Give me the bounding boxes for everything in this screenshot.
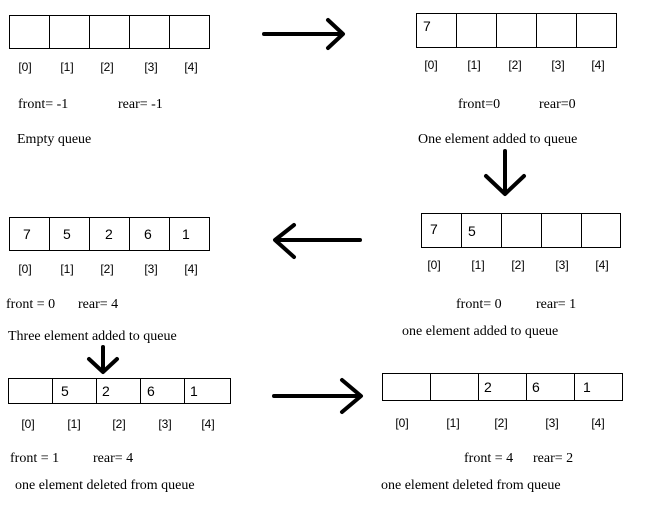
rear-label: rear= 1 <box>536 297 577 312</box>
queue-cell <box>430 373 479 401</box>
index-label: [2] <box>100 60 114 74</box>
front-label: front= 0 <box>456 297 502 312</box>
queue-cell <box>8 378 53 404</box>
index-label: [1] <box>60 262 74 276</box>
index-label: [4] <box>201 417 215 431</box>
front-label: front= -1 <box>18 97 69 112</box>
index-label: [1] <box>471 258 485 272</box>
index-label: [3] <box>551 58 565 72</box>
queue-cell: 2 <box>478 373 527 401</box>
arrow-left-icon <box>273 223 362 259</box>
index-label: [4] <box>595 258 609 272</box>
index-label: [3] <box>144 60 158 74</box>
queue-cell <box>49 15 90 49</box>
queue-cell <box>541 213 582 248</box>
index-label: [3] <box>555 258 569 272</box>
state-caption: one element added to queue <box>402 324 559 339</box>
index-label: [0] <box>427 258 441 272</box>
index-label: [2] <box>494 416 508 430</box>
index-label: [2] <box>112 417 126 431</box>
rear-label: rear=0 <box>539 97 576 112</box>
index-label: [1] <box>467 58 481 72</box>
rear-label: rear= 2 <box>533 451 574 466</box>
arrow-right-icon <box>272 378 363 414</box>
state-caption: Three element added to queue <box>8 329 177 344</box>
index-label: [4] <box>591 416 605 430</box>
queue-array: 2 6 1 <box>382 373 623 401</box>
queue-array: 7 <box>416 13 617 48</box>
queue-cell: 1 <box>169 217 210 251</box>
arrow-right-icon <box>262 18 345 50</box>
arrow-down-icon <box>484 149 526 196</box>
index-label: [3] <box>545 416 559 430</box>
index-label: [4] <box>184 60 198 74</box>
index-label: [0] <box>18 60 32 74</box>
queue-cell <box>581 213 621 248</box>
state-caption: one element deleted from queue <box>15 478 195 493</box>
queue-cell: 7 <box>416 13 457 48</box>
queue-cell <box>456 13 497 48</box>
queue-cell <box>89 15 130 49</box>
queue-cell <box>536 13 577 48</box>
queue-cell <box>501 213 542 248</box>
front-label: front = 1 <box>10 451 60 466</box>
queue-array: 7 5 2 6 1 <box>9 217 210 251</box>
front-label: front = 4 <box>464 451 514 466</box>
index-label: [0] <box>395 416 409 430</box>
rear-label: rear= 4 <box>78 297 119 312</box>
index-label: [2] <box>508 58 522 72</box>
queue-cell: 1 <box>574 373 623 401</box>
index-label: [1] <box>446 416 460 430</box>
queue-cell: 6 <box>140 378 185 404</box>
queue-cell: 2 <box>89 217 130 251</box>
queue-cell <box>129 15 170 49</box>
queue-cell: 7 <box>9 217 50 251</box>
state-caption: one element deleted from queue <box>381 478 561 493</box>
queue-cell: 1 <box>184 378 231 404</box>
index-label: [4] <box>184 262 198 276</box>
index-label: [0] <box>18 262 32 276</box>
index-label: [0] <box>424 58 438 72</box>
index-label: [3] <box>144 262 158 276</box>
index-label: [1] <box>60 60 74 74</box>
index-label: [3] <box>158 417 172 431</box>
index-label: [2] <box>511 258 525 272</box>
queue-cell: 7 <box>421 213 462 248</box>
queue-cell <box>496 13 537 48</box>
queue-cell <box>9 15 50 49</box>
queue-cell: 2 <box>96 378 141 404</box>
queue-array: 5 2 6 1 <box>8 378 231 404</box>
queue-cell: 6 <box>129 217 170 251</box>
rear-label: rear= -1 <box>118 97 163 112</box>
front-label: front=0 <box>458 97 501 112</box>
queue-cell: 5 <box>52 378 97 404</box>
index-label: [2] <box>100 262 114 276</box>
state-caption: One element added to queue <box>418 132 578 147</box>
index-label: [0] <box>21 417 35 431</box>
arrow-down-icon <box>87 345 119 374</box>
queue-cell: 6 <box>526 373 575 401</box>
front-label: front = 0 <box>6 297 56 312</box>
index-label: [4] <box>591 58 605 72</box>
queue-cell: 5 <box>461 213 502 248</box>
rear-label: rear= 4 <box>93 451 134 466</box>
queue-cell <box>169 15 210 49</box>
queue-cell <box>382 373 431 401</box>
index-label: [1] <box>67 417 81 431</box>
queue-cell <box>576 13 617 48</box>
state-caption: Empty queue <box>17 132 92 147</box>
queue-array <box>9 15 210 49</box>
queue-array: 7 5 <box>421 213 621 248</box>
queue-cell: 5 <box>49 217 90 251</box>
